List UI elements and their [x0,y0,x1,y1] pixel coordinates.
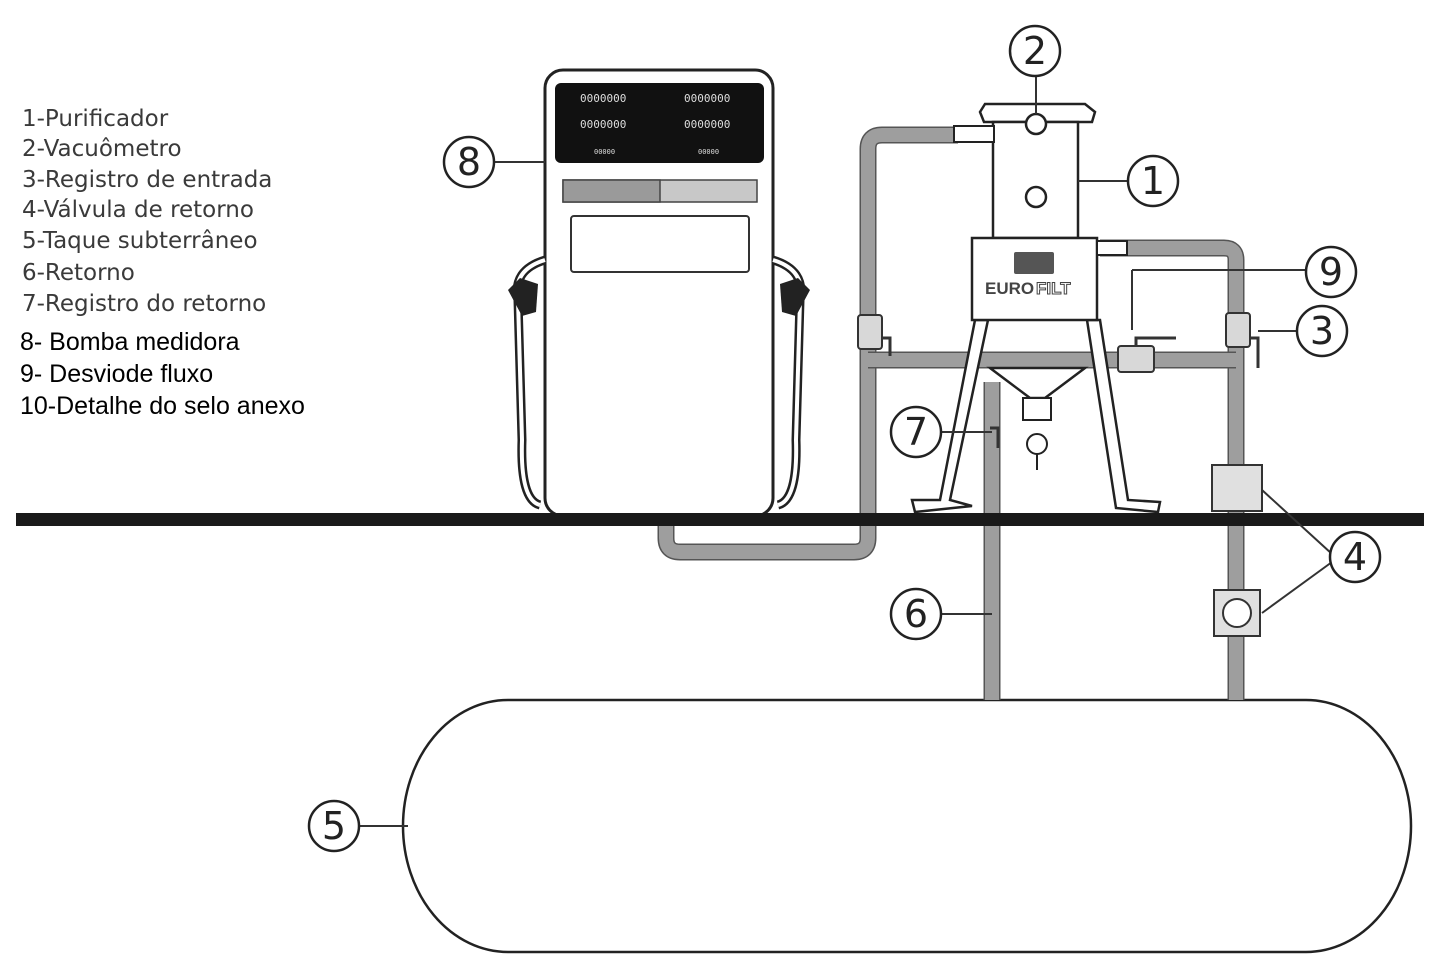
svg-text:1: 1 [1141,159,1165,203]
svg-text:4: 4 [1343,535,1367,579]
logo-filt: FILT [1036,279,1071,298]
sight-glass-icon [1024,185,1048,209]
callout-9: 9 [1304,245,1358,299]
pump-panel [570,215,750,273]
bypass-valve [1117,345,1155,373]
legend-item-6: 6-Retorno [22,260,135,286]
drain-valve [1022,397,1052,421]
drain-cap-icon [1026,433,1048,455]
legend-item-2: 2-Vacuômetro [22,136,182,162]
svg-text:6: 6 [904,592,928,636]
callout-6: 6 [889,587,943,641]
purifier: EURO FILT [910,102,1162,514]
svg-text:9: 9 [1319,250,1343,294]
underground-tank [401,698,1413,954]
nozzle-left-icon [508,278,538,316]
pump-strip-dark [562,179,661,203]
logo-euro: EURO [985,279,1034,298]
display-digits-right-1: 0000000 [684,92,730,105]
callout-7: 7 [889,405,943,459]
callout-5: 5 [307,799,361,853]
legend-item-7: 7-Registro do retorno [22,291,266,317]
legend-item-8: 8- Bomba medidora [20,328,240,356]
inlet-valve [1225,312,1251,348]
pump-display [555,83,764,163]
display-digits-right-2: 0000000 [684,118,730,131]
pipes [657,126,1245,700]
purifier-cone [986,366,1089,400]
legend-item-1: 1-Purificador [22,106,169,132]
outlet-valve [857,314,883,350]
check-valve-icon [1222,598,1252,628]
callout-4: 4 [1328,530,1382,584]
display-digits-left-3: 00000 [594,148,615,156]
callouts: 1 2 3 4 5 6 7 8 [307,24,1382,853]
svg-text:5: 5 [322,804,346,848]
display-digits-right-3: 00000 [698,148,719,156]
ground-line [16,513,1424,526]
vacuum-gauge-icon [1024,112,1048,136]
svg-text:2: 2 [1023,29,1047,73]
display-digits-left-1: 0000000 [580,92,626,105]
fuel-pump: 0000000 0000000 0000000 0000000 00000 00… [508,68,810,518]
legend-item-3: 3-Registro de entrada [22,167,272,193]
legend-item-9: 9- Desviode fluxo [20,360,213,388]
return-valve-handle [990,426,1000,448]
callout-8: 8 [442,135,496,189]
nozzle-right-icon [780,278,810,316]
purifier-leg-left [910,318,990,514]
leader-lines [358,72,1333,827]
callout-1: 1 [1126,154,1180,208]
legend-item-5: 5-Taque subterrâneo [22,228,258,254]
return-valve-box [1211,464,1263,512]
legend: 1-Purificador 2-Vacuômetro 3-Registro de… [20,106,305,420]
legend-item-4: 4-Válvula de retorno [22,197,254,223]
callout-3: 3 [1295,304,1349,358]
display-digits-left-2: 0000000 [580,118,626,131]
purifier-leg-right [1085,318,1162,514]
purifier-lower-body [970,236,1099,322]
callout-2: 2 [1008,24,1062,78]
svg-text:7: 7 [904,410,928,454]
svg-text:3: 3 [1310,309,1334,353]
purifier-upper-body [991,120,1080,240]
logo-horse-icon [1014,252,1054,274]
purifier-inlet-stub [1096,240,1128,256]
svg-text:8: 8 [457,140,481,184]
legend-item-10: 10-Detalhe do selo anexo [20,392,305,420]
purifier-outlet-stub [953,125,995,143]
